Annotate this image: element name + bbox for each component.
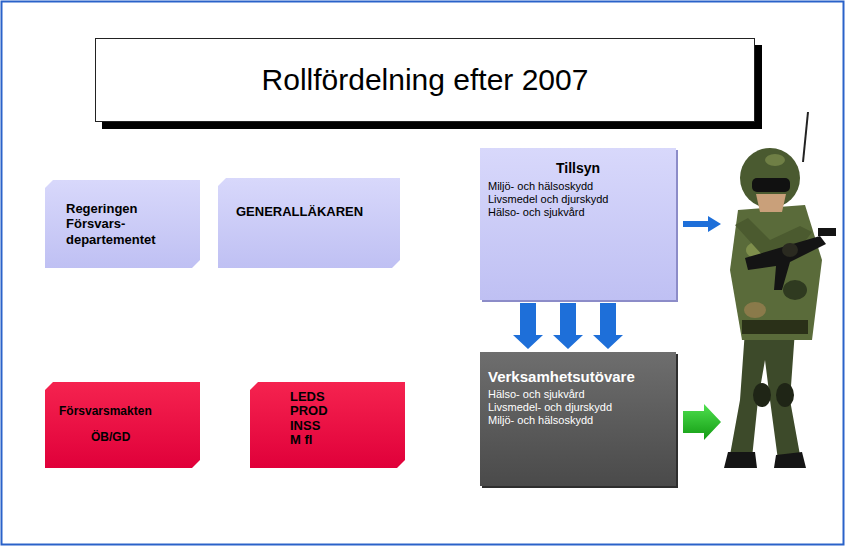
operation-arrow	[683, 404, 721, 440]
box-heading: Verksamhetsutövare	[488, 368, 668, 386]
box-text: Hälso- och sjukvård	[488, 206, 668, 219]
box-text: Livsmedel- och djurskydd	[488, 401, 668, 414]
box-text: M fl	[290, 433, 395, 447]
box-text: Miljö- och hälsoskydd	[488, 180, 668, 193]
organisation-box: LEDSPRODINSSM fl	[250, 382, 405, 468]
box-heading: LEDS	[290, 390, 395, 404]
title-box: Rollfördelning efter 2007	[95, 38, 755, 122]
box-heading: Tillsyn	[488, 160, 668, 177]
supervision-box: TillsynMiljö- och hälsoskyddLivsmedel oc…	[480, 148, 676, 300]
organisation-box: FörsvarsmaktenÖB/GD	[45, 382, 200, 468]
box-text: PROD	[290, 404, 395, 418]
soldier-illustration	[724, 112, 836, 468]
block-arrow	[513, 303, 543, 349]
block-arrow	[553, 303, 583, 349]
box-text: Hälso- och sjukvård	[488, 388, 668, 401]
block-arrow	[593, 303, 623, 349]
box-text: Livsmedel och djurskydd	[488, 193, 668, 206]
box-heading: GENERALLÄKAREN	[236, 204, 388, 220]
authority-box: GENERALLÄKAREN	[218, 178, 400, 268]
operator-box: VerksamhetsutövareHälso- och sjukvårdLiv…	[480, 352, 676, 486]
box-text: INSS	[290, 419, 395, 433]
supervision-arrow	[683, 216, 721, 232]
box-text: Miljö- och hälsoskydd	[488, 414, 668, 427]
authority-box: Regeringen Försvars- departementet	[45, 180, 200, 268]
box-text: ÖB/GD	[91, 430, 190, 444]
title-text: Rollfördelning efter 2007	[262, 63, 589, 97]
box-heading: Regeringen Försvars- departementet	[66, 201, 178, 248]
box-heading: Försvarsmakten	[59, 404, 190, 418]
